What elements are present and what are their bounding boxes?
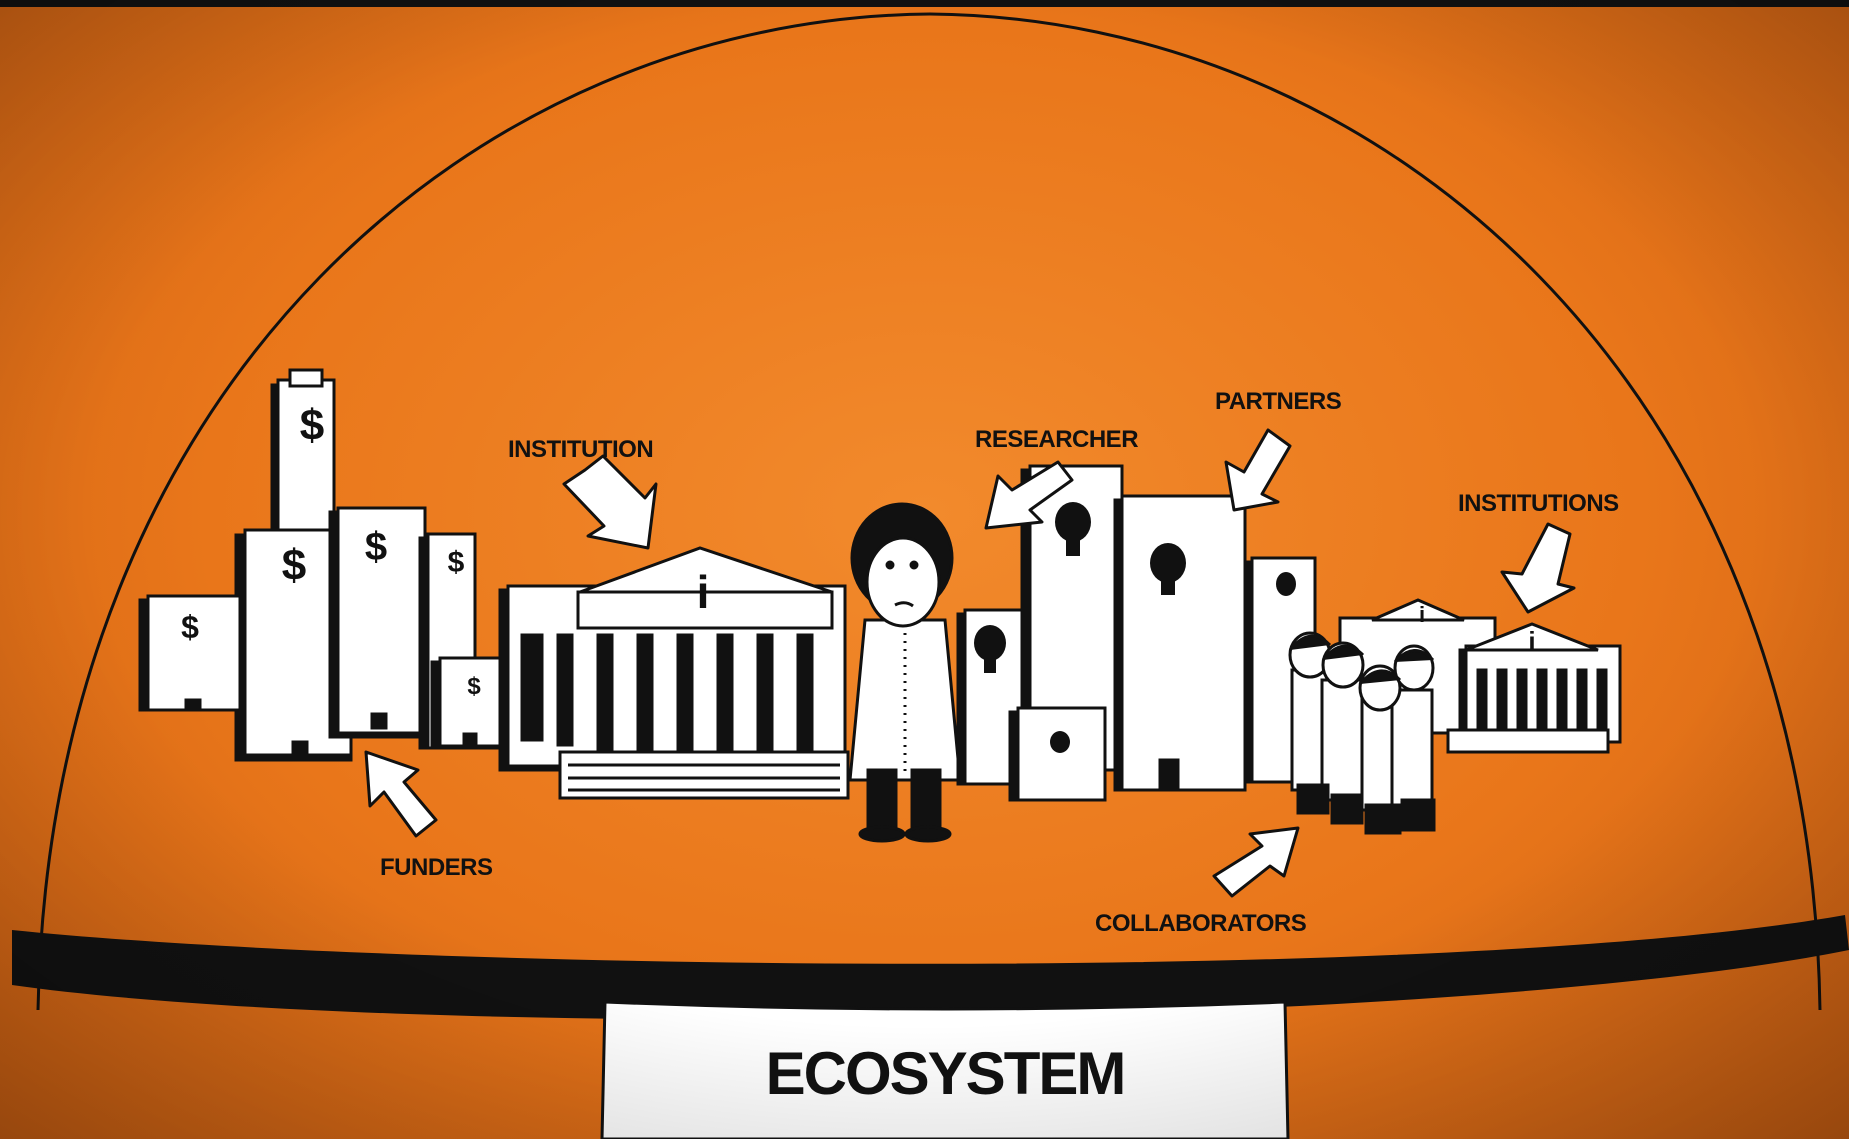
dollar-sign-icon: $	[181, 609, 199, 645]
label-partners: PARTNERS	[1215, 388, 1342, 415]
lightbulb-icon	[1150, 543, 1186, 583]
label-institutions: INSTITUTIONS	[1458, 490, 1619, 517]
arrow-partners	[1224, 428, 1292, 512]
dollar-sign-icon: $	[300, 401, 324, 450]
label-collaborators: COLLABORATORS	[1095, 910, 1307, 937]
info-icon: i	[697, 566, 710, 618]
dollar-sign-icon: $	[282, 541, 306, 590]
label-funders: FUNDERS	[380, 854, 493, 881]
lightbulb-icon	[1276, 572, 1296, 596]
lightbulb-icon	[974, 625, 1006, 661]
lightbulb-icon	[1055, 502, 1091, 542]
collaborators-group	[1288, 631, 1436, 835]
dollar-sign-icon: $	[448, 546, 465, 579]
info-icon: i	[1528, 626, 1535, 656]
researcher-figure	[848, 502, 962, 843]
arrow-institutions	[1500, 522, 1576, 614]
dollar-sign-icon: $	[365, 525, 387, 569]
banner-title: ECOSYSTEM	[765, 1040, 1127, 1107]
arrow-institution	[562, 454, 658, 550]
info-icon: i	[1419, 602, 1425, 627]
top-border	[0, 0, 1849, 7]
label-institution: INSTITUTION	[508, 436, 654, 463]
institution-building	[498, 546, 850, 800]
lightbulb-icon	[1050, 731, 1070, 753]
label-researcher: RESEARCHER	[975, 426, 1139, 453]
arrow-collaborators	[1212, 826, 1300, 898]
dome-base	[12, 915, 1849, 1020]
arrow-funders	[364, 750, 438, 838]
dollar-sign-icon: $	[467, 673, 481, 700]
